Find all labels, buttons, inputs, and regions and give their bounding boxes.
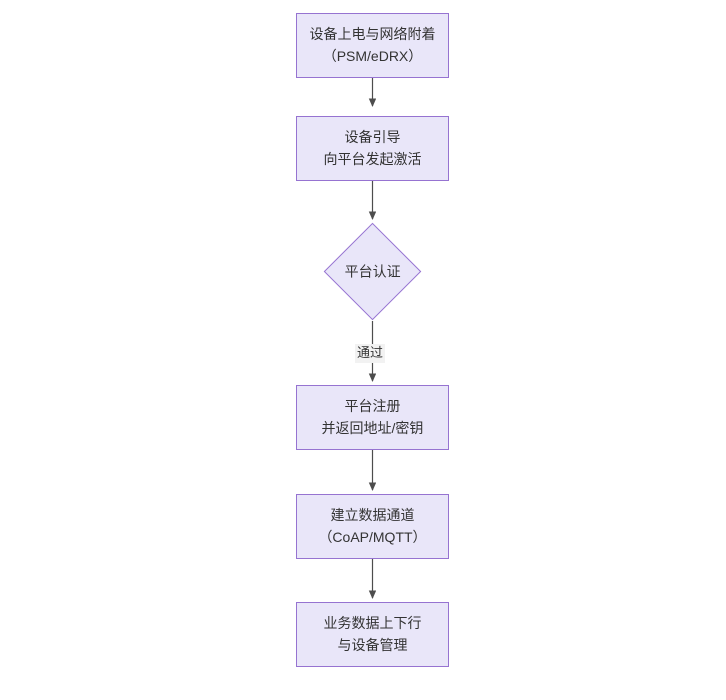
node-platform-auth-label: 平台认证 [344,262,401,279]
node-data-channel-line1: 建立数据通道 [330,506,415,523]
edge-label-pass: 通过 [355,344,386,363]
node-data-channel[interactable]: 建立数据通道 （CoAP/MQTT） [296,494,449,559]
node-bootstrap[interactable]: 设备引导 向平台发起激活 [296,116,449,181]
node-platform-register-line2: 并返回地址/密钥 [321,419,424,436]
node-bootstrap-line2: 向平台发起激活 [323,150,422,167]
node-power-on[interactable]: 设备上电与网络附着 （PSM/eDRX） [296,13,449,78]
node-service-data[interactable]: 业务数据上下行 与设备管理 [296,602,449,667]
node-service-data-line1: 业务数据上下行 [323,614,422,631]
node-platform-register-line1: 平台注册 [344,397,401,414]
node-platform-register[interactable]: 平台注册 并返回地址/密钥 [296,385,449,450]
node-service-data-line2: 与设备管理 [337,636,408,653]
node-bootstrap-line1: 设备引导 [344,128,401,145]
node-power-on-line2: （PSM/eDRX） [322,47,423,64]
node-data-channel-line2: （CoAP/MQTT） [318,528,427,545]
node-power-on-line1: 设备上电与网络附着 [309,25,436,42]
